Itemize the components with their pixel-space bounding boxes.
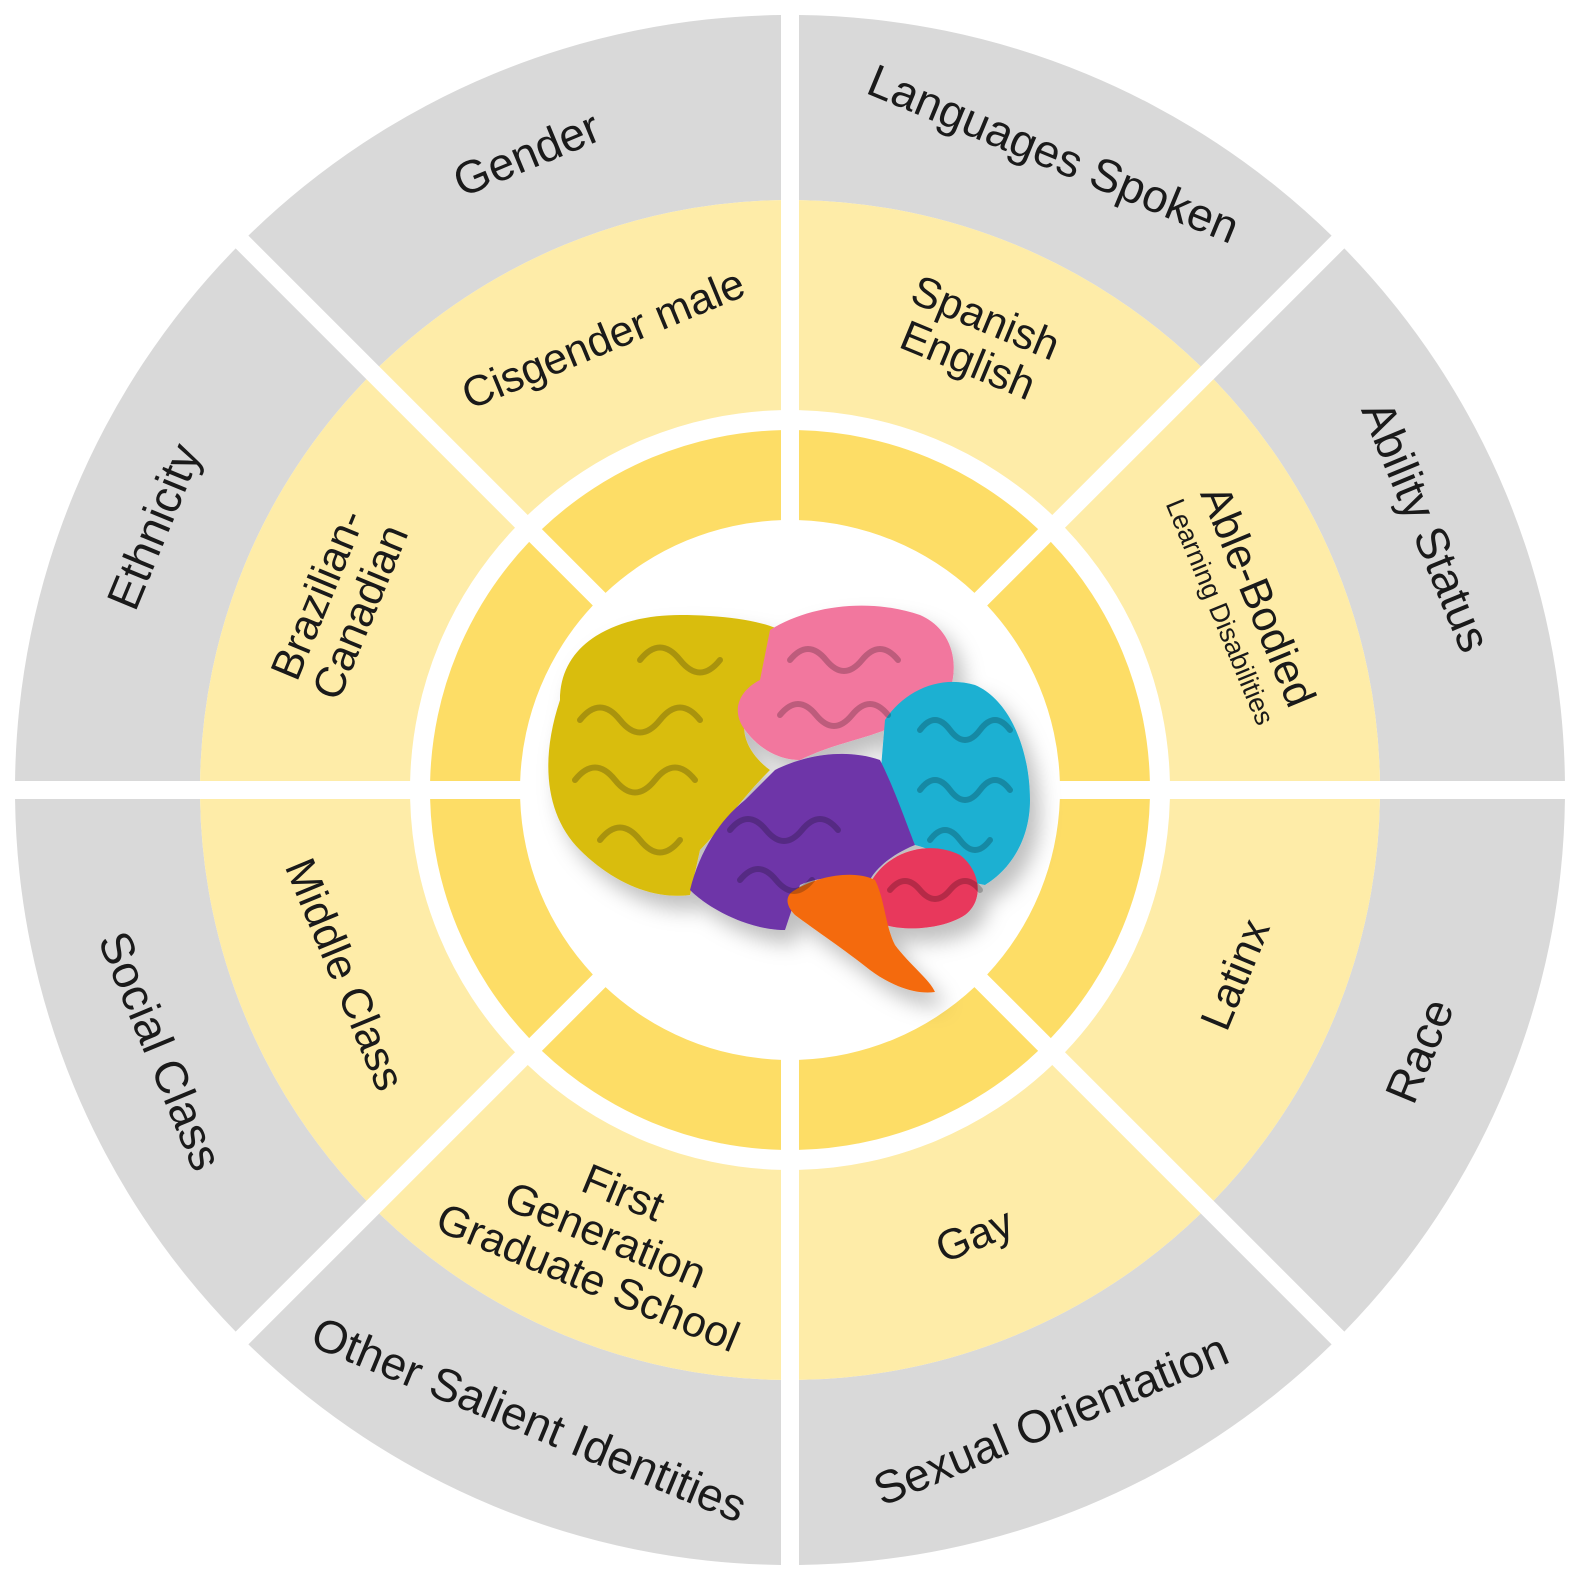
outer-segment-race xyxy=(1213,798,1565,1332)
middle-segment-gender xyxy=(379,200,782,516)
middle-segment-ethnicity xyxy=(200,379,516,782)
outer-segment-sexual-orientation xyxy=(798,1213,1332,1565)
brain-lobe-pink xyxy=(737,605,954,760)
inner-segment-sexual-orientation xyxy=(798,987,1039,1150)
outer-segment-gender xyxy=(248,15,782,367)
inner-segment-race xyxy=(987,798,1150,1039)
outer-segment-ability xyxy=(1213,248,1565,782)
inner-segment-gender xyxy=(541,430,782,593)
middle-segment-other xyxy=(379,1064,782,1380)
middle-segment-social-class xyxy=(200,798,516,1201)
middle-segment-race xyxy=(1064,798,1380,1201)
outer-segment-social-class xyxy=(15,798,367,1332)
outer-segment-other xyxy=(248,1213,782,1565)
middle-segment-sexual-orientation xyxy=(798,1064,1201,1380)
inner-segment-ability xyxy=(987,541,1150,782)
inner-segment-social-class xyxy=(430,798,593,1039)
brain-stem-orange xyxy=(787,874,935,993)
middle-segment-ability xyxy=(1064,379,1380,782)
brain-lobe-red xyxy=(869,848,978,929)
brain-lobe-yellow xyxy=(548,615,780,896)
inner-segment-languages xyxy=(798,430,1039,593)
outer-segment-ethnicity xyxy=(15,248,367,782)
inner-segment-ethnicity xyxy=(430,541,593,782)
outer-segment-languages xyxy=(798,15,1332,367)
inner-segment-other xyxy=(541,987,782,1150)
middle-segment-languages xyxy=(798,200,1201,516)
brain-lobe-purple xyxy=(690,753,915,930)
inner-ring xyxy=(430,430,1150,1150)
brain-lobe-cyan xyxy=(880,681,1030,885)
brain-icon xyxy=(548,605,1030,993)
